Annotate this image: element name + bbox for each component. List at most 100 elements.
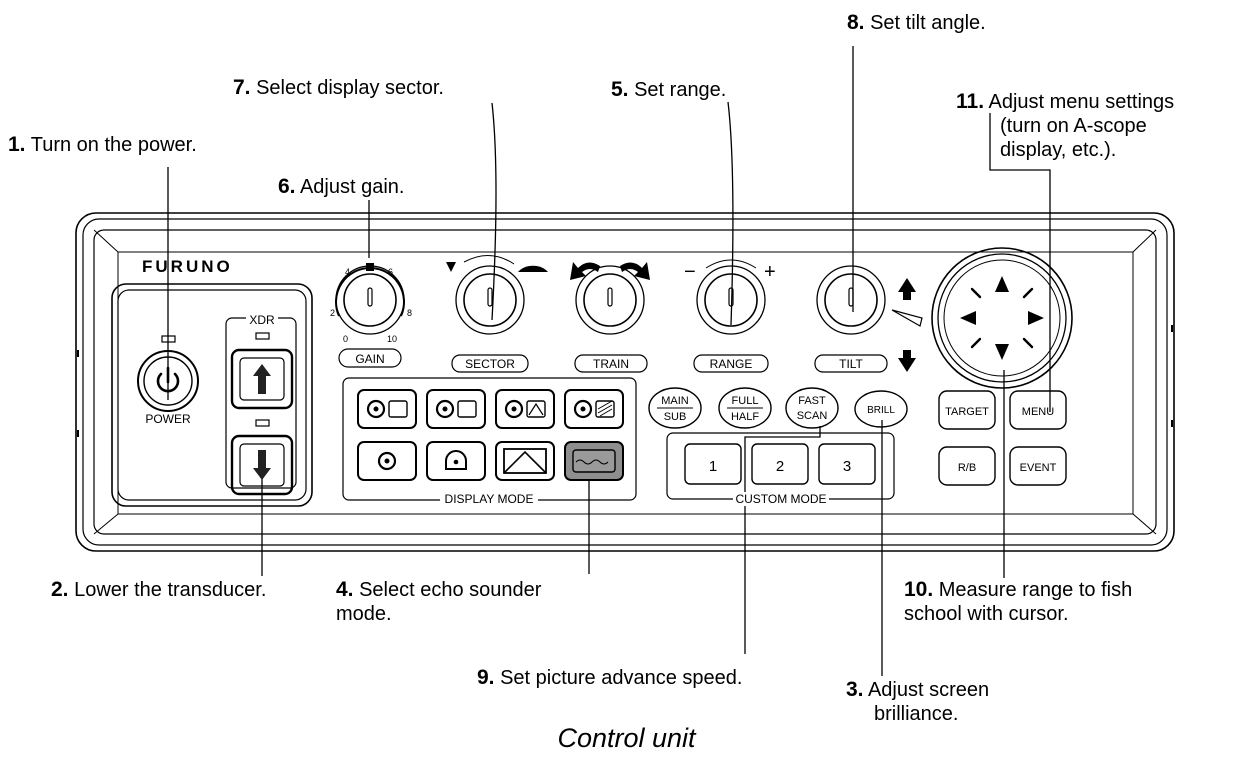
vertical-window-icon (526, 400, 546, 418)
panel-inner-frame (82, 218, 1168, 546)
annotation-11: 11. Adjust menu settings(turn on A-scope… (956, 90, 1175, 161)
gain-scale-2: 2 (330, 308, 335, 318)
mode-button-sonar-vertical[interactable] (495, 389, 555, 429)
gain-scale: 0 2 4 6 8 10 (330, 267, 412, 344)
bevel-corner-bl (93, 513, 119, 535)
custom-button-2[interactable]: 2 (751, 443, 809, 485)
main-sub-button[interactable]: MAIN SUB (648, 387, 702, 429)
range-knob[interactable] (696, 265, 766, 335)
xdr-lower-button[interactable] (230, 434, 294, 496)
display-mode-frame (342, 377, 637, 501)
mode-button-sonar-zoom[interactable] (426, 389, 486, 429)
main-label: MAIN (661, 395, 689, 407)
full-half-button[interactable]: FULL HALF (718, 387, 772, 429)
range-label-frame (693, 354, 769, 373)
mode-button-echo-sounder[interactable] (564, 441, 624, 481)
panel-bevel-inner (117, 251, 1134, 515)
train-right-icon (620, 262, 650, 280)
train-left-icon (570, 262, 600, 280)
custom-button-1[interactable]: 1 (684, 443, 742, 485)
panel-outer-frame (75, 212, 1175, 552)
gain-scale-10: 10 (387, 334, 397, 344)
cursor-down-right-icon (1022, 337, 1034, 349)
control-panel (75, 212, 1175, 552)
rb-button[interactable]: R/B (938, 446, 996, 486)
cursor-right-icon (1028, 311, 1044, 325)
mode-button-sonar-history[interactable] (564, 389, 624, 429)
tilt-knob[interactable] (816, 265, 886, 335)
target-button[interactable]: TARGET (938, 390, 996, 430)
full-label: FULL (732, 395, 759, 407)
mode-button-horizontal[interactable] (357, 441, 417, 481)
gain-label-frame (338, 348, 402, 368)
bevel-corner-tl (93, 229, 119, 253)
sector-label-frame (451, 354, 529, 373)
leader-line-7 (491, 102, 497, 321)
power-icon (156, 366, 180, 393)
annotation-5: 5. Set range. (611, 78, 727, 101)
figure-caption: Control unit (557, 723, 696, 753)
power-block-outer (111, 283, 313, 507)
range-arc-arrow (705, 259, 757, 269)
event-button[interactable]: EVENT (1009, 446, 1067, 486)
cursor-pad[interactable] (931, 247, 1073, 389)
display-mode-label: DISPLAY MODE (445, 492, 534, 506)
half-label: HALF (731, 411, 759, 423)
train-label-frame (574, 354, 648, 373)
brand-logo: FURUNO (142, 257, 233, 276)
target-label: TARGET (945, 406, 989, 418)
sector-label: SECTOR (465, 357, 515, 371)
power-led (161, 335, 176, 343)
menu-label: MENU (1022, 406, 1054, 418)
range-plus-icon: + (764, 261, 776, 283)
custom-mode-label-bg (733, 492, 829, 506)
custom-button-3[interactable]: 3 (818, 443, 876, 485)
gain-scale-4: 4 (345, 267, 350, 277)
rb-label: R/B (958, 462, 976, 474)
custom-mode-label: CUSTOM MODE (735, 492, 826, 506)
cursor-left-icon (960, 311, 976, 325)
power-button[interactable] (137, 350, 199, 412)
gain-label: GAIN (355, 352, 384, 366)
cursor-down-icon (995, 344, 1009, 360)
tilt-beam-icon (891, 309, 923, 327)
annotation-8: 8. Set tilt angle. (847, 11, 986, 34)
gain-scale-6: 6 (388, 267, 393, 277)
tilt-down-icon (898, 350, 916, 372)
zoom-window-icon (457, 400, 477, 418)
cursor-up-right-icon (1022, 287, 1034, 299)
scan-label: SCAN (797, 410, 828, 422)
train-label: TRAIN (593, 357, 629, 371)
cursor-up-icon (995, 276, 1009, 292)
mode-button-slant[interactable] (426, 441, 486, 481)
arrow-down-icon (253, 450, 271, 480)
menu-button[interactable]: MENU (1009, 390, 1067, 430)
power-button-ring (137, 350, 199, 412)
event-label: EVENT (1020, 462, 1057, 474)
range-label: RANGE (710, 357, 753, 371)
train-knob[interactable] (575, 265, 645, 335)
gain-scale-0: 0 (343, 334, 348, 344)
xdr-label-bg (246, 312, 278, 326)
tilt-label: TILT (839, 357, 863, 371)
fast-scan-button[interactable]: FAST SCAN (785, 387, 839, 429)
panel-face (93, 229, 1157, 535)
cursor-up-left-icon (970, 287, 982, 299)
brill-button[interactable]: BRILL (854, 390, 908, 428)
gain-knob[interactable] (335, 263, 405, 335)
sector-knob[interactable] (455, 265, 525, 335)
xdr-label: XDR (249, 313, 275, 327)
sub-label: SUB (664, 411, 687, 423)
mode-button-vertical-scan[interactable] (495, 441, 555, 481)
xdr-raise-button[interactable] (230, 348, 294, 410)
annotation-7: 7. Select display sector. (233, 76, 444, 99)
tilt-up-icon (898, 278, 916, 300)
narrow-sector-icon (446, 262, 456, 272)
range-minus-icon: − (684, 261, 696, 283)
wide-sector-icon (518, 265, 548, 272)
annotation-9: 9. Set picture advance speed. (477, 666, 743, 689)
mode-button-sonar-echo[interactable] (357, 389, 417, 429)
